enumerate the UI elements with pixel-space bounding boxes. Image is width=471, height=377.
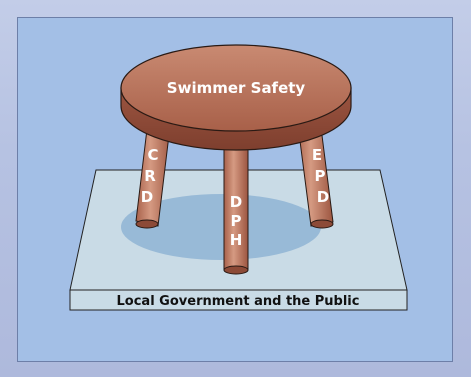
- leg-left-letter-3: D: [141, 188, 153, 206]
- leg-center-letter-1: D: [230, 193, 242, 211]
- seat-label: Swimmer Safety: [167, 79, 306, 97]
- leg-left-letter-2: R: [144, 167, 156, 185]
- leg-left-letter-1: C: [147, 146, 158, 164]
- leg-center-letter-2: P: [231, 212, 242, 230]
- leg-center-letter-3: H: [230, 231, 243, 249]
- leg-center: [223, 137, 249, 275]
- base-label: Local Government and the Public: [117, 294, 360, 309]
- base-label-strip: [69, 289, 408, 311]
- stool-shadow: [121, 194, 321, 260]
- seat-top: [120, 44, 352, 132]
- leg-right-letter-2: P: [315, 167, 326, 185]
- leg-right-letter-3: D: [317, 188, 329, 206]
- leg-right-letter-1: E: [312, 146, 322, 164]
